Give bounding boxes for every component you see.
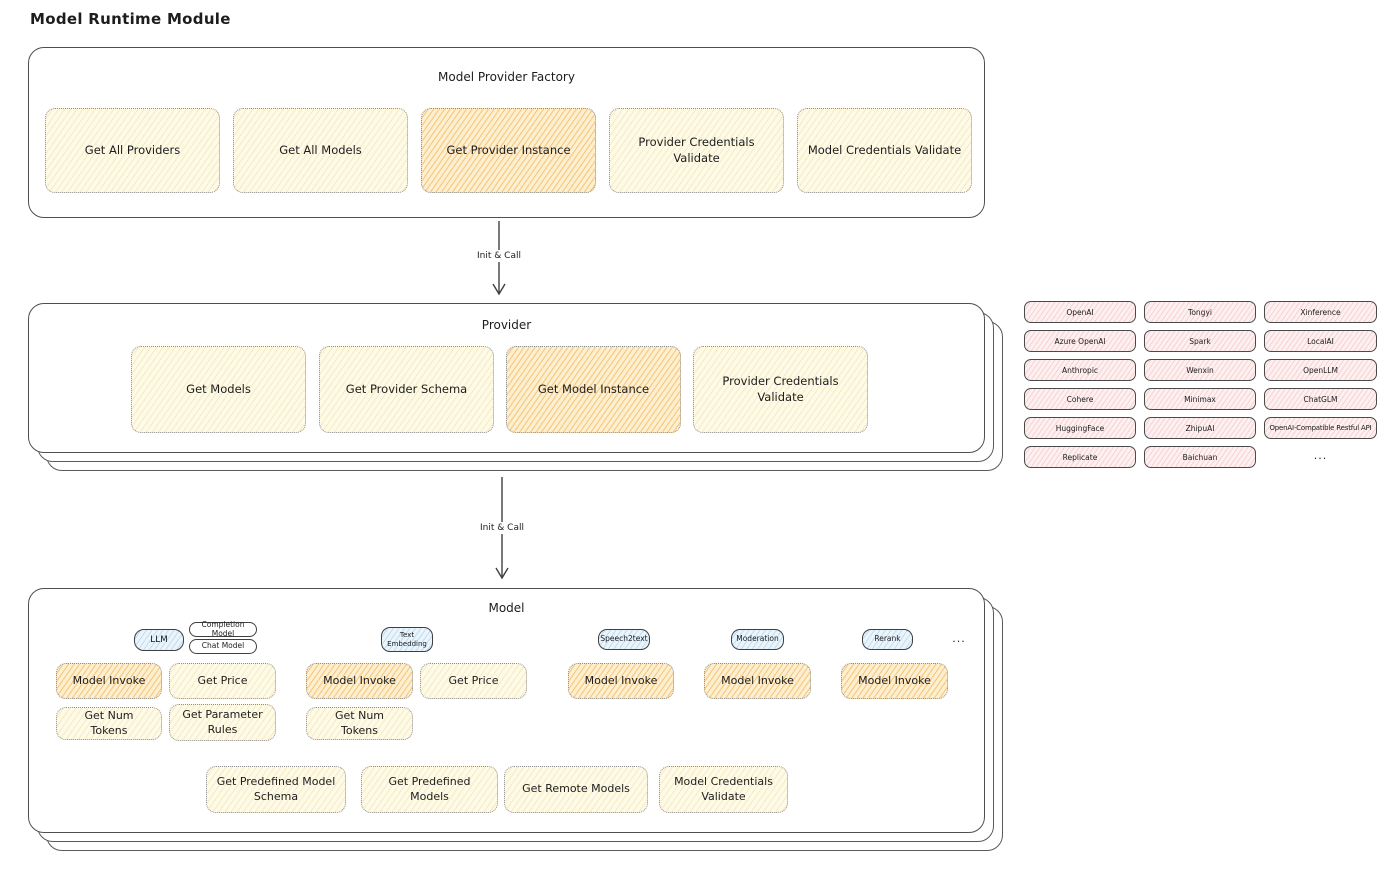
tab-rerank: Rerank xyxy=(862,629,913,650)
tab-completion-model: Completion Model xyxy=(189,620,257,637)
provider-chip-baichuan: Baichuan xyxy=(1144,446,1256,468)
provider-box: Provider Get Models Get Provider Schema … xyxy=(28,303,985,453)
provider-chip-zhipuai: ZhipuAI xyxy=(1144,417,1256,439)
node-provider-credentials-validate: Provider Credentials Validate xyxy=(609,108,784,193)
provider-chip-openllm: OpenLLM xyxy=(1264,359,1377,381)
provider-chip-huggingface: HuggingFace xyxy=(1024,417,1136,439)
factory-title: Model Provider Factory xyxy=(438,70,575,84)
node-embedding-get-num-tokens: Get Num Tokens xyxy=(306,707,413,740)
provider-chip-anthropic: Anthropic xyxy=(1024,359,1136,381)
node-model-credentials-validate-2: Model Credentials Validate xyxy=(659,766,788,813)
tab-chat-model: Chat Model xyxy=(189,639,257,654)
providers-more-ellipsis: ... xyxy=(1313,449,1328,462)
node-rerank-model-invoke: Model Invoke xyxy=(841,663,948,699)
node-get-all-providers: Get All Providers xyxy=(45,108,220,193)
page-title: Model Runtime Module xyxy=(30,10,231,28)
provider-chip-openai-compatible: OpenAI-Compatible Restful API xyxy=(1264,417,1377,439)
provider-chip-spark: Spark xyxy=(1144,330,1256,352)
arrow-label-init-call-2: Init & Call xyxy=(459,522,545,534)
model-box: Model LLM Completion Model Chat Model Te… xyxy=(28,588,985,833)
node-get-provider-schema: Get Provider Schema xyxy=(319,346,494,433)
provider-title: Provider xyxy=(481,318,532,332)
node-get-remote-models: Get Remote Models xyxy=(504,766,648,813)
provider-chip-openai: OpenAI xyxy=(1024,301,1136,323)
provider-chip-tongyi: Tongyi xyxy=(1144,301,1256,323)
tab-speech2text: Speech2text xyxy=(598,629,650,650)
provider-chip-replicate: Replicate xyxy=(1024,446,1136,468)
provider-chip-xinference: Xinference xyxy=(1264,301,1377,323)
node-llm-get-price: Get Price xyxy=(169,663,276,699)
provider-chip-localai: LocalAI xyxy=(1264,330,1377,352)
node-moderation-model-invoke: Model Invoke xyxy=(704,663,811,699)
model-title: Model xyxy=(488,601,525,615)
tab-moderation: Moderation xyxy=(731,629,784,650)
model-tabs-more-ellipsis: ... xyxy=(952,632,966,645)
node-llm-get-num-tokens: Get Num Tokens xyxy=(56,707,162,740)
node-get-model-instance: Get Model Instance xyxy=(506,346,681,433)
node-get-models: Get Models xyxy=(131,346,306,433)
node-get-provider-instance: Get Provider Instance xyxy=(421,108,596,193)
node-embedding-get-price: Get Price xyxy=(420,663,527,699)
node-llm-get-parameter-rules: Get Parameter Rules xyxy=(169,704,276,741)
node-speech2text-model-invoke: Model Invoke xyxy=(568,663,674,699)
arrow-label-init-call-1: Init & Call xyxy=(456,250,542,262)
factory-box: Model Provider Factory Get All Providers… xyxy=(28,47,985,218)
node-llm-model-invoke: Model Invoke xyxy=(56,663,162,699)
node-get-predefined-models: Get Predefined Models xyxy=(361,766,498,813)
provider-chip-azure-openai: Azure OpenAI xyxy=(1024,330,1136,352)
node-model-credentials-validate: Model Credentials Validate xyxy=(797,108,972,193)
node-get-all-models: Get All Models xyxy=(233,108,408,193)
tab-llm: LLM xyxy=(134,629,184,651)
node-get-predefined-model-schema: Get Predefined Model Schema xyxy=(206,766,346,813)
node-provider-credentials-validate-2: Provider Credentials Validate xyxy=(693,346,868,433)
tab-text-embedding: Text Embedding xyxy=(381,627,433,652)
node-embedding-model-invoke: Model Invoke xyxy=(306,663,413,699)
provider-chip-cohere: Cohere xyxy=(1024,388,1136,410)
provider-chip-wenxin: Wenxin xyxy=(1144,359,1256,381)
provider-chip-minimax: Minimax xyxy=(1144,388,1256,410)
provider-chip-chatglm: ChatGLM xyxy=(1264,388,1377,410)
